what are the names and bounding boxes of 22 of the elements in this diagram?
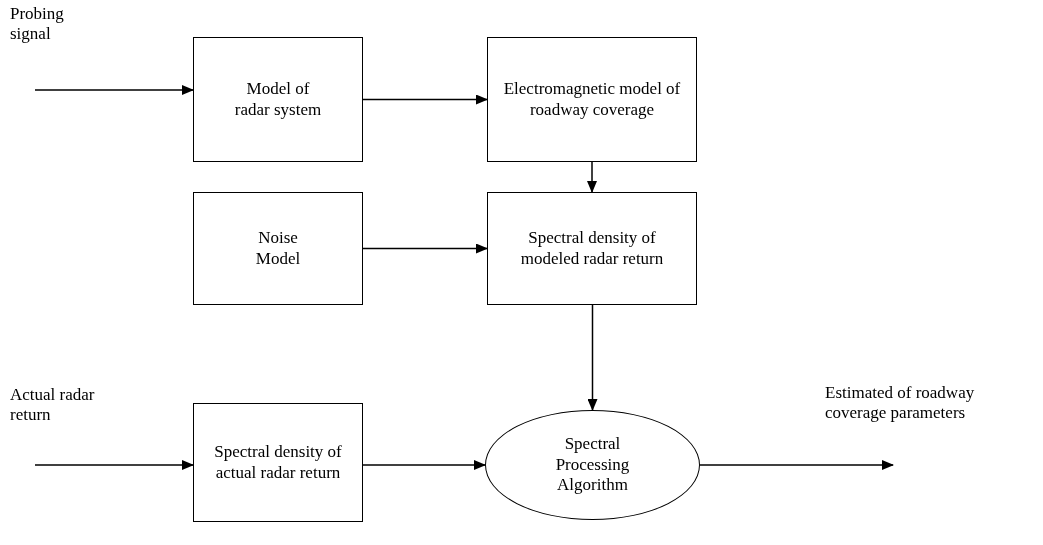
node-label: Noise Model — [254, 228, 302, 269]
arrow — [34, 460, 194, 470]
node-label: Electromagnetic model of roadway coverage — [502, 79, 682, 120]
arrow — [699, 460, 894, 470]
process-box — [487, 37, 697, 162]
arrow — [34, 85, 194, 95]
node-label: Spectral density of actual radar return — [213, 442, 343, 483]
arrow — [362, 460, 486, 470]
arrow — [587, 161, 597, 193]
arrow — [362, 94, 488, 105]
node-label: Spectral Processing Algorithm — [554, 434, 631, 496]
arrow — [362, 243, 488, 254]
process-box — [193, 192, 363, 305]
node-label: Spectral density of modeled radar return — [519, 228, 665, 269]
process-box — [193, 37, 363, 162]
edge-label: Estimated of roadway coverage parameters — [825, 383, 976, 424]
arrow — [587, 304, 598, 411]
process-box — [487, 192, 697, 305]
node-label: Model of radar system — [233, 79, 323, 120]
edge-label: Actual radar return — [10, 385, 96, 426]
edge-label: Probing signal — [10, 4, 65, 45]
process-box — [193, 403, 363, 522]
